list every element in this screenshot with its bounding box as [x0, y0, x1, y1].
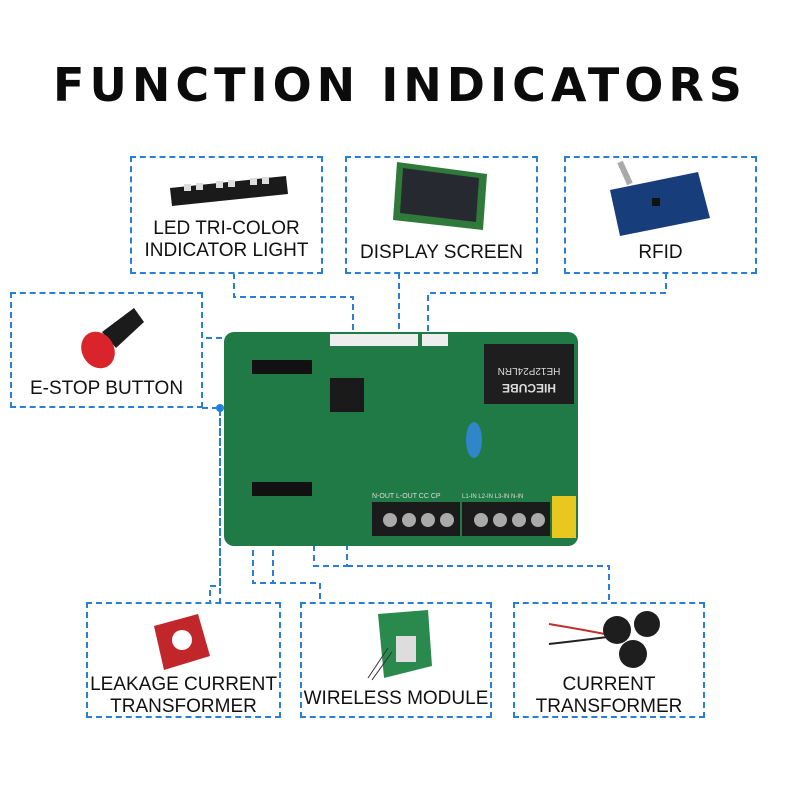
led-label-line2: INDICATOR LIGHT	[144, 240, 309, 261]
display-label: DISPLAY SCREEN	[347, 242, 536, 264]
relay-model: HE12P24LRN	[498, 365, 561, 376]
current-label: CURRENT TRANSFORMER	[515, 674, 703, 718]
wire-estop-2	[202, 407, 221, 602]
current-transformer-box: CURRENT TRANSFORMER	[513, 602, 705, 718]
led-label: LED TRI-COLOR INDICATOR LIGHT	[132, 218, 321, 262]
estop-label: E-STOP BUTTON	[12, 378, 201, 400]
rfid-label: RFID	[566, 242, 755, 264]
control-board-image: HE12P24LRN HIECUBE N-OUT L-OUT CC CP L1-…	[224, 332, 578, 546]
led-strip-image	[170, 176, 288, 206]
wire-rfid	[427, 273, 667, 335]
display-label-line1: DISPLAY SCREEN	[360, 242, 523, 263]
wireless-label-line1: WIRELESS MODULE	[303, 688, 489, 709]
wire-led	[233, 273, 354, 335]
current-label-line2: TRANSFORMER	[535, 696, 683, 717]
display-screen-box: DISPLAY SCREEN	[345, 156, 538, 274]
current-transformer-image	[548, 611, 660, 668]
leakage-current-transformer-box: LEAKAGE CURRENT TRANSFORMER	[86, 602, 281, 718]
terminal-label-right: L1-IN L2-IN L3-IN N-IN	[462, 494, 523, 500]
leakage-label-line1: LEAKAGE CURRENT	[90, 674, 277, 695]
wireless-module-box: WIRELESS MODULE	[300, 602, 492, 718]
rfid-box: RFID	[564, 156, 757, 274]
leakage-label: LEAKAGE CURRENT TRANSFORMER	[88, 674, 279, 718]
led-label-line1: LED TRI-COLOR	[153, 218, 300, 239]
led-indicator-box: LED TRI-COLOR INDICATOR LIGHT	[130, 156, 323, 274]
estop-label-line1: E-STOP BUTTON	[29, 378, 184, 399]
terminal-label-left: N-OUT L-OUT CC CP	[372, 493, 441, 500]
leakage-transformer-image	[154, 614, 210, 670]
estop-button-box: E-STOP BUTTON	[10, 292, 203, 408]
display-screen-image	[393, 162, 487, 230]
rfid-label-line1: RFID	[638, 242, 683, 263]
rfid-module-image	[610, 160, 710, 236]
relay-brand: HIECUBE	[502, 381, 556, 395]
wire-current-2	[347, 565, 610, 602]
leakage-label-line2: TRANSFORMER	[110, 696, 257, 717]
wireless-label: WIRELESS MODULE	[302, 688, 490, 710]
page-title: FUNCTION INDICATORS	[53, 58, 747, 112]
estop-button-image	[81, 308, 144, 369]
wireless-module-image	[367, 610, 432, 681]
current-label-line1: CURRENT	[562, 674, 656, 695]
